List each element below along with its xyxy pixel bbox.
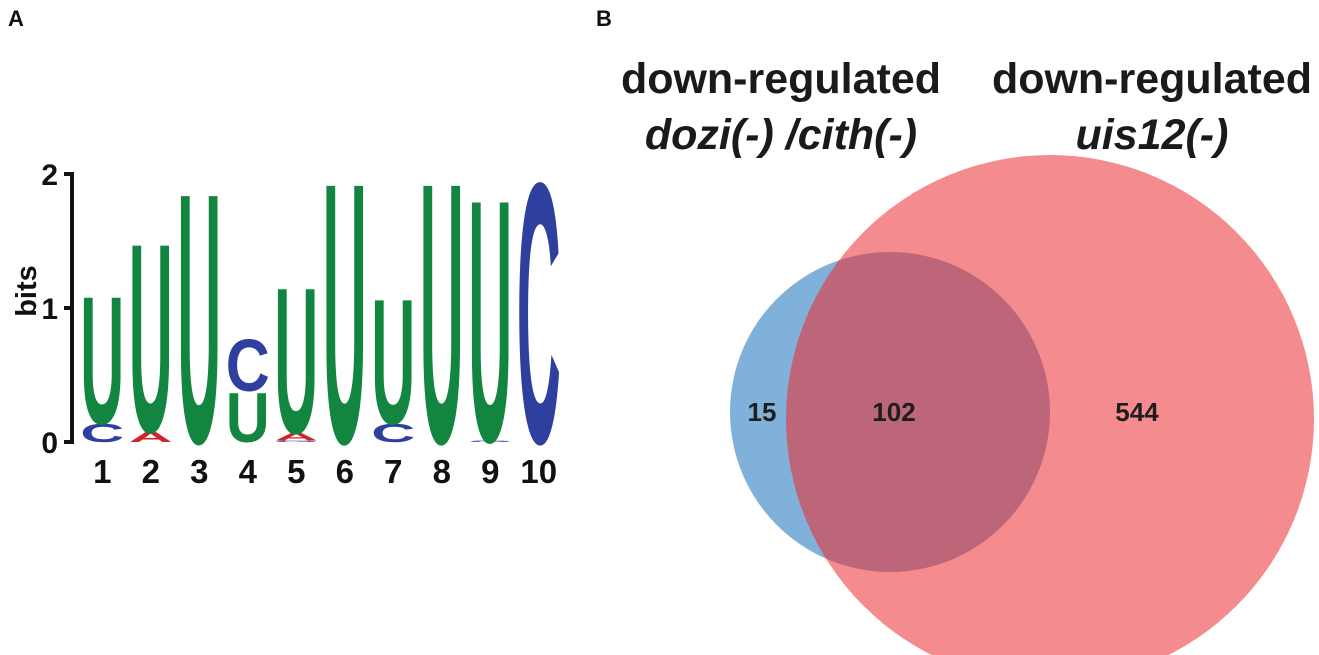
x-position-label-3: 3	[190, 453, 208, 490]
set-right-title-line1: down-regulated	[992, 55, 1312, 103]
y-tick-label-1: 1	[41, 293, 58, 326]
x-position-label-10: 10	[520, 453, 557, 490]
logo-letter-c-pos1-0: C	[80, 419, 124, 448]
set-right-title-line2: uis12(-)	[1076, 111, 1229, 159]
logo-letter-u-pos3-0: U	[177, 120, 221, 519]
logo-letter-u-pos8-0: U	[420, 106, 464, 522]
count-left-only: 15	[748, 397, 777, 427]
logo-letter-g-pos9-0: G	[468, 440, 512, 442]
logo-letter-a-pos5-1: A	[274, 431, 318, 443]
logo-letter-u-pos1-1: U	[80, 258, 124, 462]
overlap-region	[786, 252, 1050, 572]
set-left-title-line2: dozi(-) /cith(-)	[645, 111, 917, 159]
x-position-label-1: 1	[93, 453, 111, 490]
panel-a-label: A	[8, 6, 24, 31]
x-position-label-5: 5	[287, 453, 305, 490]
y-tick-label-2: 2	[41, 159, 58, 192]
logo-letter-u-pos4-0: U	[226, 378, 270, 457]
logo-letter-c-pos4-1: C	[226, 324, 270, 407]
logo-letter-a-pos2-0: A	[129, 429, 173, 445]
logo-letter-u-pos7-1: U	[371, 263, 415, 462]
x-position-label-7: 7	[384, 453, 402, 490]
x-position-label-9: 9	[481, 453, 499, 490]
count-right-only: 544	[1115, 397, 1159, 427]
logo-letter-u-pos9-1: U	[468, 127, 512, 514]
panel-b-label: B	[596, 6, 612, 31]
logo-letter-u-pos5-2: U	[274, 244, 318, 477]
logo-letter-u-pos6-0: U	[323, 106, 367, 522]
x-position-label-6: 6	[336, 453, 354, 490]
y-tick-label-0: 0	[41, 427, 58, 460]
set-left-title-line1: down-regulated	[621, 55, 941, 103]
x-position-label-8: 8	[433, 453, 451, 490]
logo-letter-c-pos7-0: C	[371, 419, 415, 448]
count-both: 102	[872, 397, 915, 427]
logo-letter-g-pos5-0: G	[274, 440, 318, 442]
logo-letter-c-pos10-0: C	[517, 106, 561, 522]
y-axis-label: bits	[11, 265, 43, 317]
logo-letter-u-pos2-1: U	[129, 188, 173, 489]
x-position-label-2: 2	[142, 453, 160, 490]
x-position-label-4: 4	[239, 453, 258, 490]
